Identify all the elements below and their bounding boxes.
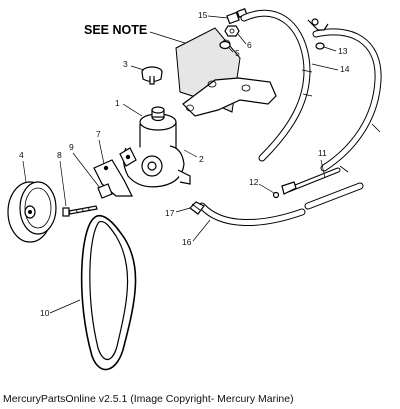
callout-13: 13	[338, 46, 348, 56]
callout-5: 5	[235, 48, 240, 58]
callout-3: 3	[123, 59, 128, 69]
supply-hose	[198, 182, 364, 227]
callout-2: 2	[199, 154, 204, 164]
pulley	[7, 181, 57, 243]
power-steering-pump	[119, 106, 191, 188]
callouts: 1 2 3 4 5 6 7 8 9 10 11 12 13 14 15 16 1	[19, 10, 350, 318]
callout-7: 7	[96, 129, 101, 139]
mounting-bolt	[62, 205, 98, 217]
pressure-hose	[240, 9, 313, 162]
copyright-footer: MercuryPartsOnline v2.5.1 (Image Copyrig…	[3, 393, 294, 405]
callout-1: 1	[115, 98, 120, 108]
callout-17: 17	[165, 208, 175, 218]
drive-belt	[80, 214, 137, 371]
fitting-and-oring-set	[219, 8, 248, 50]
callout-14: 14	[340, 64, 350, 74]
see-note-label: SEE NOTE	[84, 23, 147, 37]
reservoir-cap	[141, 66, 163, 85]
callout-9: 9	[69, 142, 74, 152]
callout-16: 16	[182, 237, 192, 247]
callout-12: 12	[249, 177, 259, 187]
callout-8: 8	[57, 150, 62, 160]
cooler-tube	[281, 165, 349, 195]
pump-brace	[93, 159, 133, 199]
washer	[272, 191, 280, 199]
power-steering-parts-diagram: SEE NOTE	[7, 8, 382, 371]
callout-6: 6	[247, 40, 252, 50]
callout-10: 10	[40, 308, 50, 318]
see-note-leader	[149, 31, 189, 45]
elbow-fitting	[189, 201, 205, 215]
return-hose	[307, 18, 382, 172]
callout-4: 4	[19, 150, 24, 160]
callout-15: 15	[198, 10, 208, 20]
callout-11: 11	[318, 148, 327, 158]
